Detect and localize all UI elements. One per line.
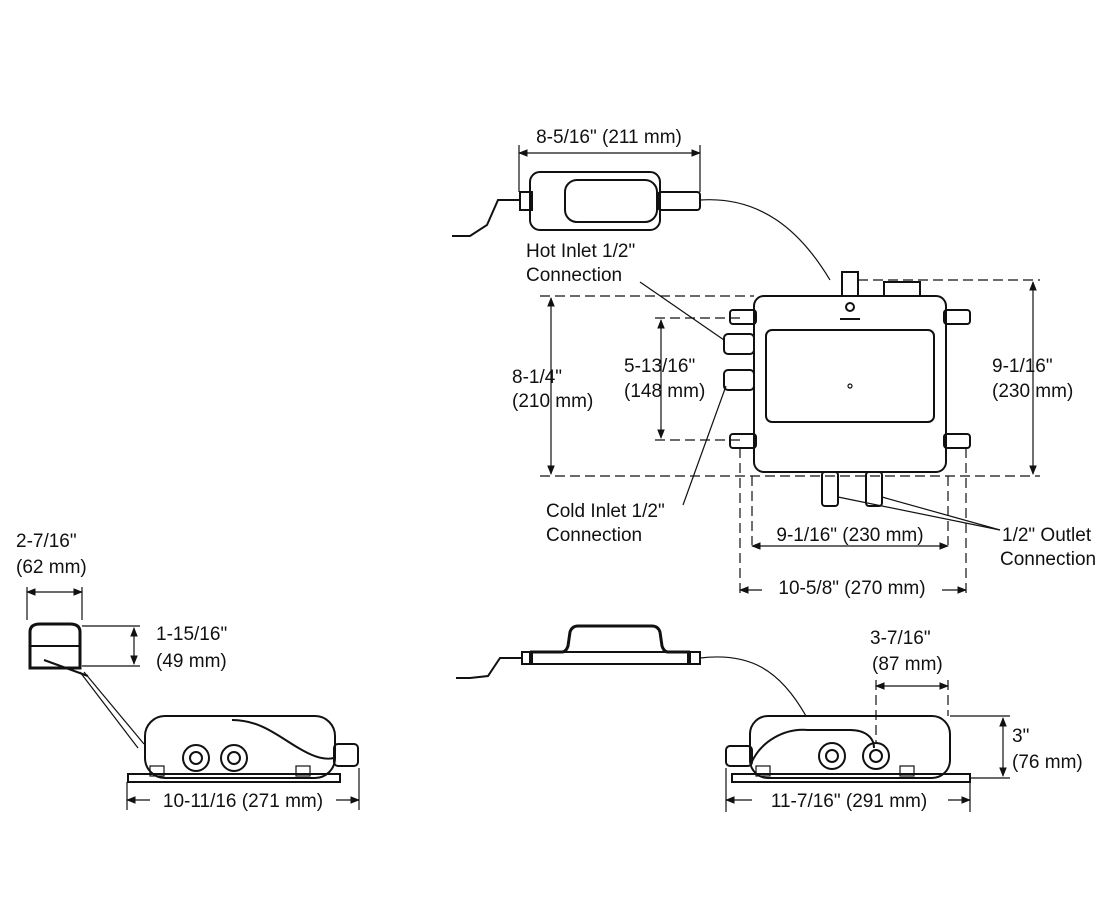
outlet-port-1 [821, 471, 839, 507]
overall-height-label-2: (230 mm) [992, 381, 1073, 402]
controller-width-dim-left: 2-7/16" (62 mm) [16, 531, 87, 620]
valve-body-top [723, 271, 971, 507]
valve-length-right-label: 11-7/16" (291 mm) [771, 791, 927, 812]
cold-inlet-port [723, 369, 755, 391]
body-width-label: 9-1/16" (230 mm) [776, 525, 923, 546]
cold-inlet-callout: Cold Inlet 1/2" Connection [546, 385, 727, 546]
valve-length-dim-right: 11-7/16" (291 mm) [725, 768, 971, 812]
inlet-port-left-1 [182, 744, 210, 772]
cold-inlet-label-2: Connection [546, 525, 642, 546]
controller-width-label: 8-5/16" (211 mm) [536, 127, 682, 148]
side-view-left: 2-7/16" (62 mm) 1-15/16" (49 mm) [16, 531, 360, 812]
outlet-offset-label-1: 3-7/16" [870, 628, 931, 649]
controller-height-left-label-2: (49 mm) [156, 651, 227, 672]
controller-end-view [28, 622, 145, 749]
outlet-label-2: Connection [1000, 549, 1096, 570]
controller-side-view [456, 624, 807, 717]
valve-height-label-2: (210 mm) [512, 391, 593, 412]
controller-height-dim-left: 1-15/16" (49 mm) [82, 624, 227, 672]
body-width-dim: 9-1/16" (230 mm) [751, 525, 949, 550]
inlet-port-left-2 [220, 744, 248, 772]
controller-width-dim: 8-5/16" (211 mm) [518, 127, 701, 192]
valve-height-label-1: 8-1/4" [512, 367, 562, 388]
hot-inlet-label-2: Connection [526, 265, 622, 286]
side-view-right: 3-7/16" (87 mm) 3" (76 mm) 11-7/16" (291… [456, 624, 1083, 812]
overall-height-dim: 9-1/16" (230 mm) [992, 281, 1073, 475]
overall-width-label: 10-5/8" (270 mm) [778, 578, 925, 599]
valve-height-right-label-1: 3" [1012, 726, 1029, 747]
inlet-spacing-label-2: (148 mm) [624, 381, 705, 402]
controller-top [452, 171, 831, 281]
outlet-label-1: 1/2" Outlet [1002, 525, 1092, 546]
inlet-port-right-1 [818, 742, 846, 770]
hot-inlet-port [723, 333, 755, 355]
controller-width-left-label-1: 2-7/16" [16, 531, 77, 552]
hot-inlet-label-1: Hot Inlet 1/2" [526, 241, 635, 262]
overall-width-dim: 10-5/8" (270 mm) [739, 575, 967, 599]
top-view: 8-5/16" (211 mm) [452, 127, 1096, 599]
outlet-offset-label-2: (87 mm) [872, 654, 943, 675]
outlet-port-2 [865, 471, 883, 507]
outlet-port-right [862, 742, 890, 770]
outlet-offset-dim: 3-7/16" (87 mm) [870, 628, 949, 742]
valve-length-dim-left: 10-11/16 (271 mm) [126, 768, 360, 812]
valve-body-side-left [127, 715, 359, 783]
valve-height-dim: 8-1/4" (210 mm) [512, 297, 593, 475]
hot-inlet-callout: Hot Inlet 1/2" Connection [526, 241, 725, 341]
cold-inlet-label-1: Cold Inlet 1/2" [546, 501, 665, 522]
outlet-callout: 1/2" Outlet Connection [837, 496, 1096, 570]
controller-height-left-label-1: 1-15/16" [156, 624, 227, 645]
valve-length-left-label: 10-11/16 (271 mm) [163, 791, 323, 812]
controller-width-left-label-2: (62 mm) [16, 557, 87, 578]
inlet-spacing-label-1: 5-13/16" [624, 356, 695, 377]
valve-height-dim-right: 3" (76 mm) [950, 715, 1083, 779]
inlet-spacing-dim: 5-13/16" (148 mm) [624, 319, 705, 439]
valve-body-side-right [725, 715, 971, 783]
valve-height-right-label-2: (76 mm) [1012, 752, 1083, 773]
overall-height-label-1: 9-1/16" [992, 356, 1053, 377]
